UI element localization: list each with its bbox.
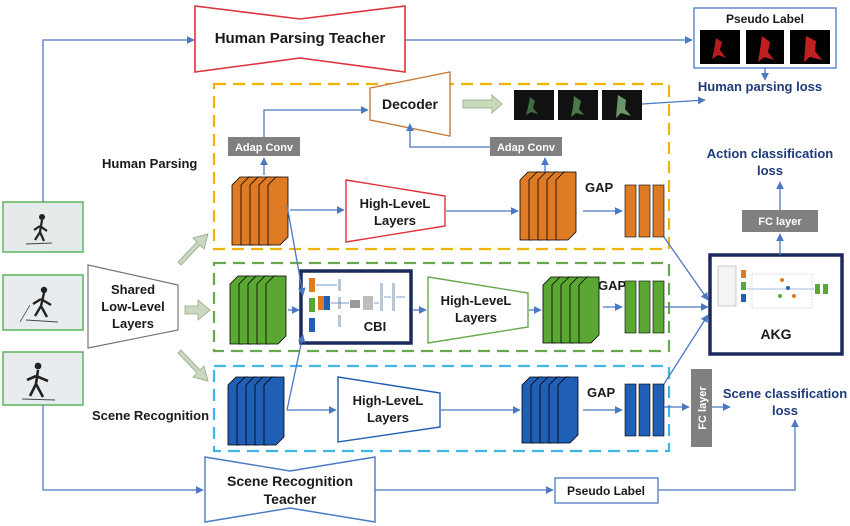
fc-layer-action-text: FC layer xyxy=(758,216,802,228)
action-loss-text-2: loss xyxy=(757,163,783,178)
input-image-1 xyxy=(2,201,84,253)
gap-top-text: GAP xyxy=(585,180,614,195)
high-level-top-shape xyxy=(345,179,446,243)
decoder-label: Decoder xyxy=(382,96,439,112)
pseudo-label-bottom-text: Pseudo Label xyxy=(567,484,645,498)
adap-conv-right-box xyxy=(490,137,562,156)
adap-conv-left-box xyxy=(228,137,300,156)
scene-teacher-text-1: Scene Recognition xyxy=(227,473,353,489)
connectors xyxy=(42,36,799,494)
pseudo-label-top-text: Pseudo Label xyxy=(726,12,804,26)
decoder-shape xyxy=(369,71,451,137)
fc-layer-scene-box xyxy=(691,369,712,447)
gap-mid-text: GAP xyxy=(598,278,627,293)
akg-label: AKG xyxy=(760,326,791,342)
high-level-mid-text-1: High-LeveL xyxy=(441,293,512,308)
blue-feature-blocks-left xyxy=(227,376,285,446)
green-feature-blocks-right xyxy=(542,276,600,344)
high-level-bot-text-2: Layers xyxy=(367,410,409,425)
scene-teacher-shape xyxy=(204,456,376,523)
orange-feature-blocks-left xyxy=(231,176,289,246)
gap-bot-bars xyxy=(624,383,665,437)
high-level-top-text-2: Layers xyxy=(374,213,416,228)
human-parsing-branch-box xyxy=(212,82,671,251)
blue-feature-blocks-right xyxy=(521,376,579,444)
human-parsing-loss-text: Human parsing loss xyxy=(698,79,822,94)
pseudo-label-masks xyxy=(700,30,830,64)
shared-text-2: Low-Level xyxy=(101,299,165,314)
human-parsing-branch-label: Human Parsing xyxy=(102,156,197,171)
decoder-output-masks xyxy=(514,90,642,120)
input-image-3 xyxy=(2,351,84,406)
gap-top-bars xyxy=(624,184,665,238)
input-image-2 xyxy=(2,274,84,331)
high-level-mid-shape xyxy=(427,276,529,344)
orange-feature-blocks-right xyxy=(519,171,577,241)
high-level-mid-text-2: Layers xyxy=(455,310,497,325)
high-level-top-text-1: High-LeveL xyxy=(360,196,431,211)
decoder-output-arrow xyxy=(462,94,503,114)
scene-recognition-branch-label: Scene Recognition xyxy=(92,408,209,423)
human-parsing-teacher-shape xyxy=(194,5,406,73)
fc-layer-action-box xyxy=(742,210,818,232)
adap-conv-left-text: Adap Conv xyxy=(235,142,294,154)
action-loss-text-1: Action classification xyxy=(707,146,833,161)
shared-low-level-shape xyxy=(87,264,179,349)
gap-mid-bars xyxy=(624,280,665,334)
akg-inner-diagram xyxy=(717,265,828,309)
adap-conv-right-text: Adap Conv xyxy=(497,142,556,154)
high-level-bot-text-1: High-LeveL xyxy=(353,393,424,408)
scene-branch-box xyxy=(212,364,671,453)
shared-text-3: Layers xyxy=(112,316,154,331)
cbi-inner-diagram xyxy=(309,278,405,332)
shared-to-branch-arrows xyxy=(177,233,211,382)
gap-bot-text: GAP xyxy=(587,385,616,400)
pseudo-label-bottom-box xyxy=(554,477,659,504)
human-parsing-teacher-label: Human Parsing Teacher xyxy=(215,30,386,47)
green-feature-blocks-left xyxy=(229,275,287,345)
scene-loss-text-2: loss xyxy=(772,403,798,418)
scene-teacher-text-2: Teacher xyxy=(264,491,317,507)
fc-layer-scene-text: FC layer xyxy=(697,386,709,430)
high-level-bot-shape xyxy=(337,376,441,443)
scene-loss-text-1: Scene classification xyxy=(723,386,847,401)
cbi-label: CBI xyxy=(364,319,386,334)
shared-text-1: Shared xyxy=(111,282,155,297)
